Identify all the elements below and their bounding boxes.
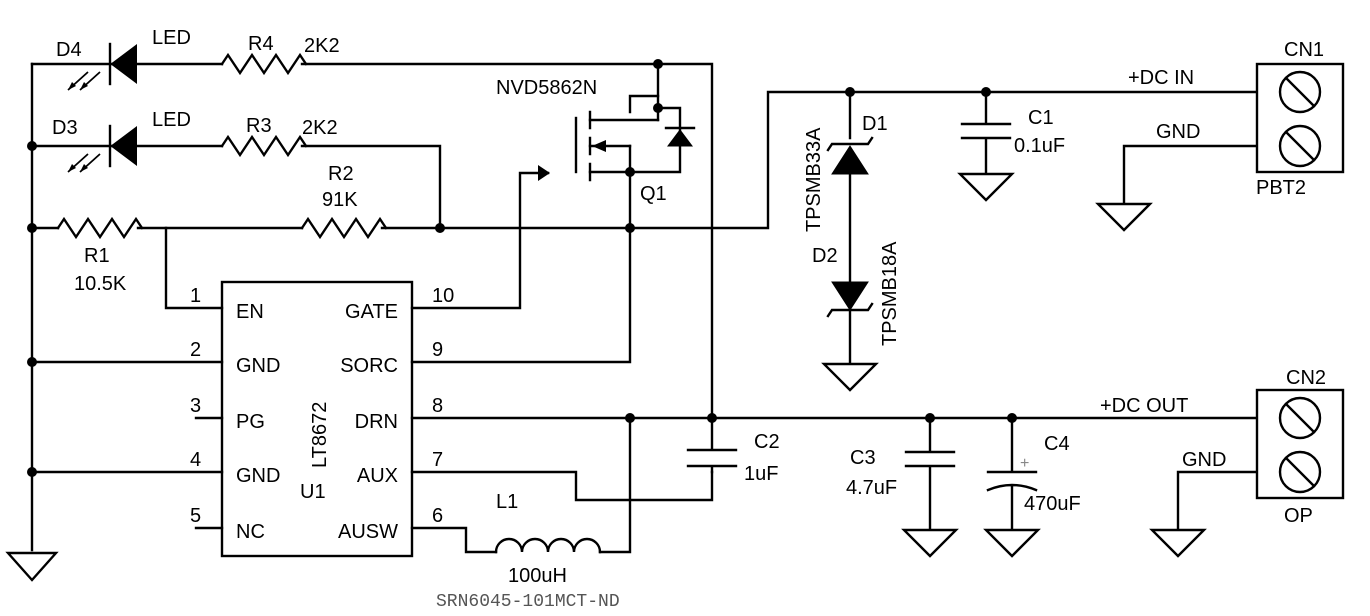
dc-out-label: +DC OUT xyxy=(1100,395,1188,417)
u1-pin10-name: GATE xyxy=(345,301,398,323)
cn1-part-label: PBT2 xyxy=(1256,177,1306,199)
c2-label: C2 xyxy=(754,431,780,453)
d4-led xyxy=(67,42,137,91)
r4-resistor xyxy=(220,52,308,76)
wire-cn1-gnd xyxy=(1122,144,1257,204)
d1-tvs-diode xyxy=(826,136,874,175)
c2-value: 1uF xyxy=(744,463,778,485)
gnd-label-in: GND xyxy=(1156,121,1200,143)
c2-capacitor xyxy=(686,416,738,474)
u1-pin5-name: NC xyxy=(236,521,265,543)
c3-value: 4.7uF xyxy=(846,477,897,499)
d2-label: D2 xyxy=(812,245,838,267)
r3-label: R3 xyxy=(246,115,272,137)
cn1-label: CN1 xyxy=(1284,39,1324,61)
wire-sorc xyxy=(410,226,632,364)
u1-pin9-num: 9 xyxy=(432,339,443,361)
cn1-connector xyxy=(1255,62,1345,174)
q1-part-label: NVD5862N xyxy=(496,77,597,99)
c4-polarity: + xyxy=(1020,455,1029,472)
c4-label: C4 xyxy=(1044,433,1070,455)
l1-inductor xyxy=(494,537,602,554)
u1-pin10-num: 10 xyxy=(432,285,454,307)
u1-pin4-num: 4 xyxy=(190,449,201,471)
l1-part-label: SRN6045-101MCT-ND xyxy=(436,592,620,612)
c3-capacitor xyxy=(904,416,956,530)
u1-pin3-num: 3 xyxy=(190,395,201,417)
c1-capacitor xyxy=(960,90,1012,174)
u1-pin8-num: 8 xyxy=(432,395,443,417)
r4-label: R4 xyxy=(248,33,274,55)
wire-r1-r2-row xyxy=(30,90,1257,230)
junction-dots xyxy=(27,59,1017,477)
d3-type-label: LED xyxy=(152,109,191,131)
u1-pin5-num: 5 xyxy=(190,505,201,527)
d4-label: D4 xyxy=(56,39,82,61)
q1-mosfet xyxy=(410,62,696,310)
u1-pin7-name: AUX xyxy=(357,465,398,487)
d3-led xyxy=(67,124,137,173)
c4-plate-curved xyxy=(986,483,1038,530)
u1-pin3-name: PG xyxy=(236,411,265,433)
cn2-label: CN2 xyxy=(1286,367,1326,389)
d2-tvs-diode xyxy=(826,281,874,318)
d1-part-label: TPSMB33A xyxy=(803,127,825,232)
u1-pin8-name: DRN xyxy=(355,411,398,433)
r1-resistor xyxy=(56,216,144,240)
u1-pin6-name: AUSW xyxy=(338,521,398,543)
r3-value: 2K2 xyxy=(302,117,338,139)
ground-symbol-c4 xyxy=(983,528,1041,558)
ground-symbol-left xyxy=(5,551,59,582)
u1-pin1-name: EN xyxy=(236,301,264,323)
u1-pin7-num: 7 xyxy=(432,449,443,471)
c1-value: 0.1uF xyxy=(1014,135,1065,157)
ground-symbol-c1 xyxy=(957,172,1015,202)
r2-label: R2 xyxy=(328,163,354,185)
d3-label: D3 xyxy=(52,117,78,139)
wire-aux xyxy=(410,470,714,502)
u1-pin2-name: GND xyxy=(236,355,280,377)
r1-label: R1 xyxy=(84,245,110,267)
ground-symbol-d2 xyxy=(821,362,879,392)
ground-symbol-cn2 xyxy=(1149,528,1207,558)
dc-in-label: +DC IN xyxy=(1128,67,1194,89)
wire-en xyxy=(164,226,224,310)
ground-symbol-cn1 xyxy=(1095,202,1153,232)
gnd-label-out: GND xyxy=(1182,449,1226,471)
u1-pin1-num: 1 xyxy=(190,285,201,307)
l1-value: 100uH xyxy=(508,565,567,587)
r2-value: 91K xyxy=(322,189,358,211)
wire-ausw xyxy=(410,526,498,554)
wire-d3-row xyxy=(30,144,442,230)
c4-capacitor xyxy=(986,416,1038,474)
u1-pin4-name: GND xyxy=(236,465,280,487)
wire-l1-right xyxy=(598,416,632,554)
r2-resistor xyxy=(300,216,388,240)
u1-pin2-num: 2 xyxy=(190,339,201,361)
q1-label: Q1 xyxy=(640,183,667,205)
ground-symbol-c3 xyxy=(901,528,959,558)
d1-label: D1 xyxy=(862,113,888,135)
u1-ref-label: U1 xyxy=(300,481,326,503)
c3-label: C3 xyxy=(850,447,876,469)
wire-cn2-gnd xyxy=(1176,470,1257,530)
c4-value: 470uF xyxy=(1024,493,1081,515)
d2-part-label: TPSMB18A xyxy=(879,241,901,346)
r1-value: 10.5K xyxy=(74,273,127,295)
c1-label: C1 xyxy=(1028,107,1054,129)
u1-name-label: LT8672 xyxy=(309,402,331,468)
u1-pin6-num: 6 xyxy=(432,505,443,527)
wire-d4-row xyxy=(30,62,714,420)
d4-type-label: LED xyxy=(152,27,191,49)
r4-value: 2K2 xyxy=(304,35,340,57)
cn2-connector xyxy=(1255,388,1345,500)
u1-pin9-name: SORC xyxy=(340,355,398,377)
r3-resistor xyxy=(220,134,308,158)
cn2-part-label: OP xyxy=(1284,505,1313,527)
l1-label: L1 xyxy=(496,491,518,513)
